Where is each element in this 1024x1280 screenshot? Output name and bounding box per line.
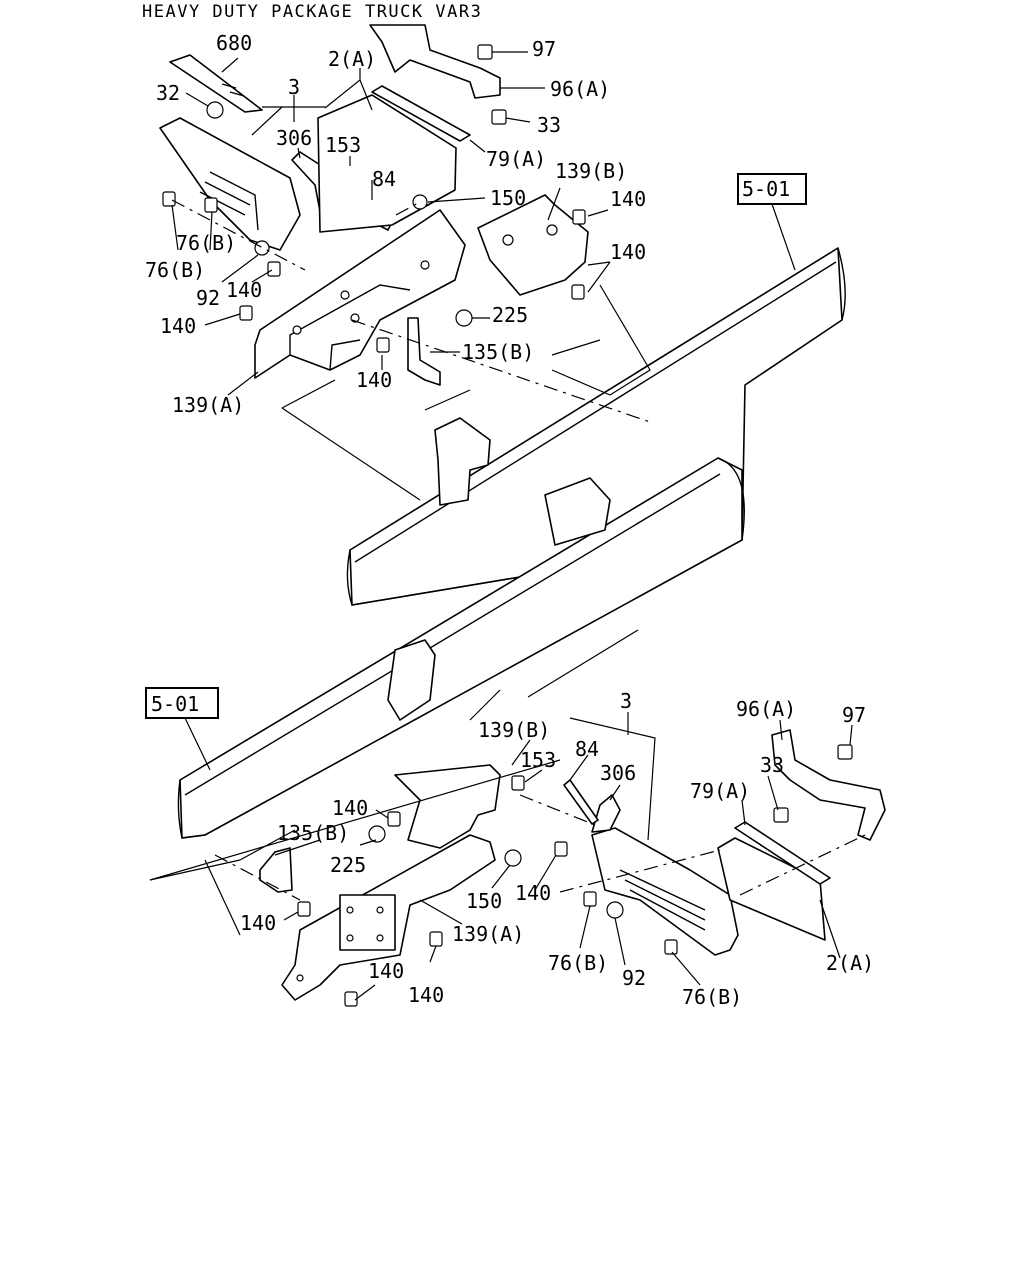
nut-92-upper — [254, 240, 270, 256]
rail-gusset-lower — [387, 639, 436, 721]
label-153-upper: 153 — [325, 133, 361, 157]
upper-labels: 680 32 3 306 153 2(A) 97 96(A) 33 79(A) … — [145, 31, 646, 417]
frame-rail-lower — [177, 457, 745, 839]
label-680: 680 — [216, 31, 252, 55]
label-92-lower: 92 — [622, 966, 646, 990]
label-3-upper: 3 — [288, 75, 300, 99]
section-ref-lower[interactable]: 5-01 — [145, 687, 219, 771]
label-153-lower: 153 — [520, 748, 556, 772]
bolt-33-lower — [773, 807, 789, 823]
lower-labels: 139(B) 3 153 84 306 96(A) 97 33 79(A) 14… — [240, 689, 874, 1009]
label-225-upper: 225 — [492, 303, 528, 327]
lower-leaders — [149, 629, 853, 1001]
bracket-96a-lower — [771, 729, 886, 841]
label-92-upper: 92 — [196, 286, 220, 310]
label-3-lower: 3 — [620, 689, 632, 713]
bracket-139b-lower — [394, 764, 501, 849]
bracket-139b-upper — [477, 194, 589, 296]
plate-2a-lower — [717, 837, 826, 941]
bracket-139a-plate — [339, 894, 396, 951]
nut-225-upper — [455, 309, 473, 327]
label-306-upper: 306 — [276, 126, 312, 150]
label-84-lower: 84 — [575, 737, 599, 761]
bracket-139a-upper — [254, 209, 466, 379]
label-139a-upper: 139(A) — [172, 393, 244, 417]
label-140c-lower: 140 — [240, 911, 276, 935]
label-96a-lower: 96(A) — [736, 697, 796, 721]
upper-leaders — [171, 51, 651, 501]
label-139b-upper: 139(B) — [555, 159, 627, 183]
label-32-upper: 32 — [156, 81, 180, 105]
label-33-lower: 33 — [760, 753, 784, 777]
label-140a-upper: 140 — [610, 187, 646, 211]
label-79a-upper: 79(A) — [486, 147, 546, 171]
upper-assembly — [159, 24, 589, 386]
label-306-lower: 306 — [600, 761, 636, 785]
nut-32 — [206, 101, 224, 119]
diagram-title: HEAVY DUTY PACKAGE TRUCK VAR3 — [142, 2, 483, 22]
label-140b-upper: 140 — [610, 240, 646, 264]
label-76b-lower-1: 76(B) — [548, 951, 608, 975]
bolt-33-upper — [491, 109, 507, 125]
label-225-lower: 225 — [330, 853, 366, 877]
nut-150-upper — [412, 194, 428, 210]
label-76b-upper-2: 76(B) — [145, 258, 205, 282]
pin-84-lower — [563, 779, 599, 825]
label-96a-upper: 96(A) — [550, 77, 610, 101]
upper-centerlines — [171, 199, 651, 423]
label-79a-lower: 79(A) — [690, 779, 750, 803]
label-2a-lower: 2(A) — [826, 951, 874, 975]
lower-centerlines — [214, 794, 866, 901]
label-150-upper: 150 — [490, 186, 526, 210]
label-135b-upper: 135(B) — [462, 340, 534, 364]
section-ref-upper-text: 5-01 — [742, 177, 790, 201]
label-76b-lower-2: 76(B) — [682, 985, 742, 1009]
bolt-153-lower — [511, 775, 525, 791]
cover-680 — [169, 54, 263, 113]
bar-79a-lower — [734, 821, 831, 885]
label-139b-lower: 139(B) — [478, 718, 550, 742]
bolt-97-lower — [837, 744, 853, 760]
strap-135b-lower — [259, 847, 293, 893]
label-140e-lower: 140 — [408, 983, 444, 1007]
label-135b-lower: 135(B) — [277, 821, 349, 845]
label-139a-lower: 139(A) — [452, 922, 524, 946]
section-ref-lower-text: 5-01 — [151, 692, 199, 716]
label-140a-lower: 140 — [332, 796, 368, 820]
label-33-upper: 33 — [537, 113, 561, 137]
label-97-upper: 97 — [532, 37, 556, 61]
bolt-97-upper — [477, 44, 493, 60]
nut-92-lower — [606, 901, 624, 919]
bracket-96a-upper — [369, 24, 501, 99]
label-140c-upper: 140 — [226, 278, 262, 302]
lower-assembly — [259, 729, 886, 1007]
label-140b-lower: 140 — [515, 881, 551, 905]
rail-gusset-upper — [434, 417, 611, 546]
label-140e-upper: 140 — [356, 368, 392, 392]
label-140d-lower: 140 — [368, 959, 404, 983]
label-97-lower: 97 — [842, 703, 866, 727]
nut-225-lower — [368, 825, 386, 843]
label-140d-upper: 140 — [160, 314, 196, 338]
label-76b-upper-1: 76(B) — [176, 231, 236, 255]
nut-150-lower — [504, 849, 522, 867]
label-84-upper: 84 — [372, 167, 396, 191]
bar-79a-upper — [371, 85, 471, 142]
label-150-lower: 150 — [466, 889, 502, 913]
label-2a-upper: 2(A) — [328, 47, 376, 71]
strap-135b-upper — [407, 317, 441, 386]
bracket-306-lower — [591, 794, 621, 833]
section-ref-upper[interactable]: 5-01 — [737, 173, 807, 271]
